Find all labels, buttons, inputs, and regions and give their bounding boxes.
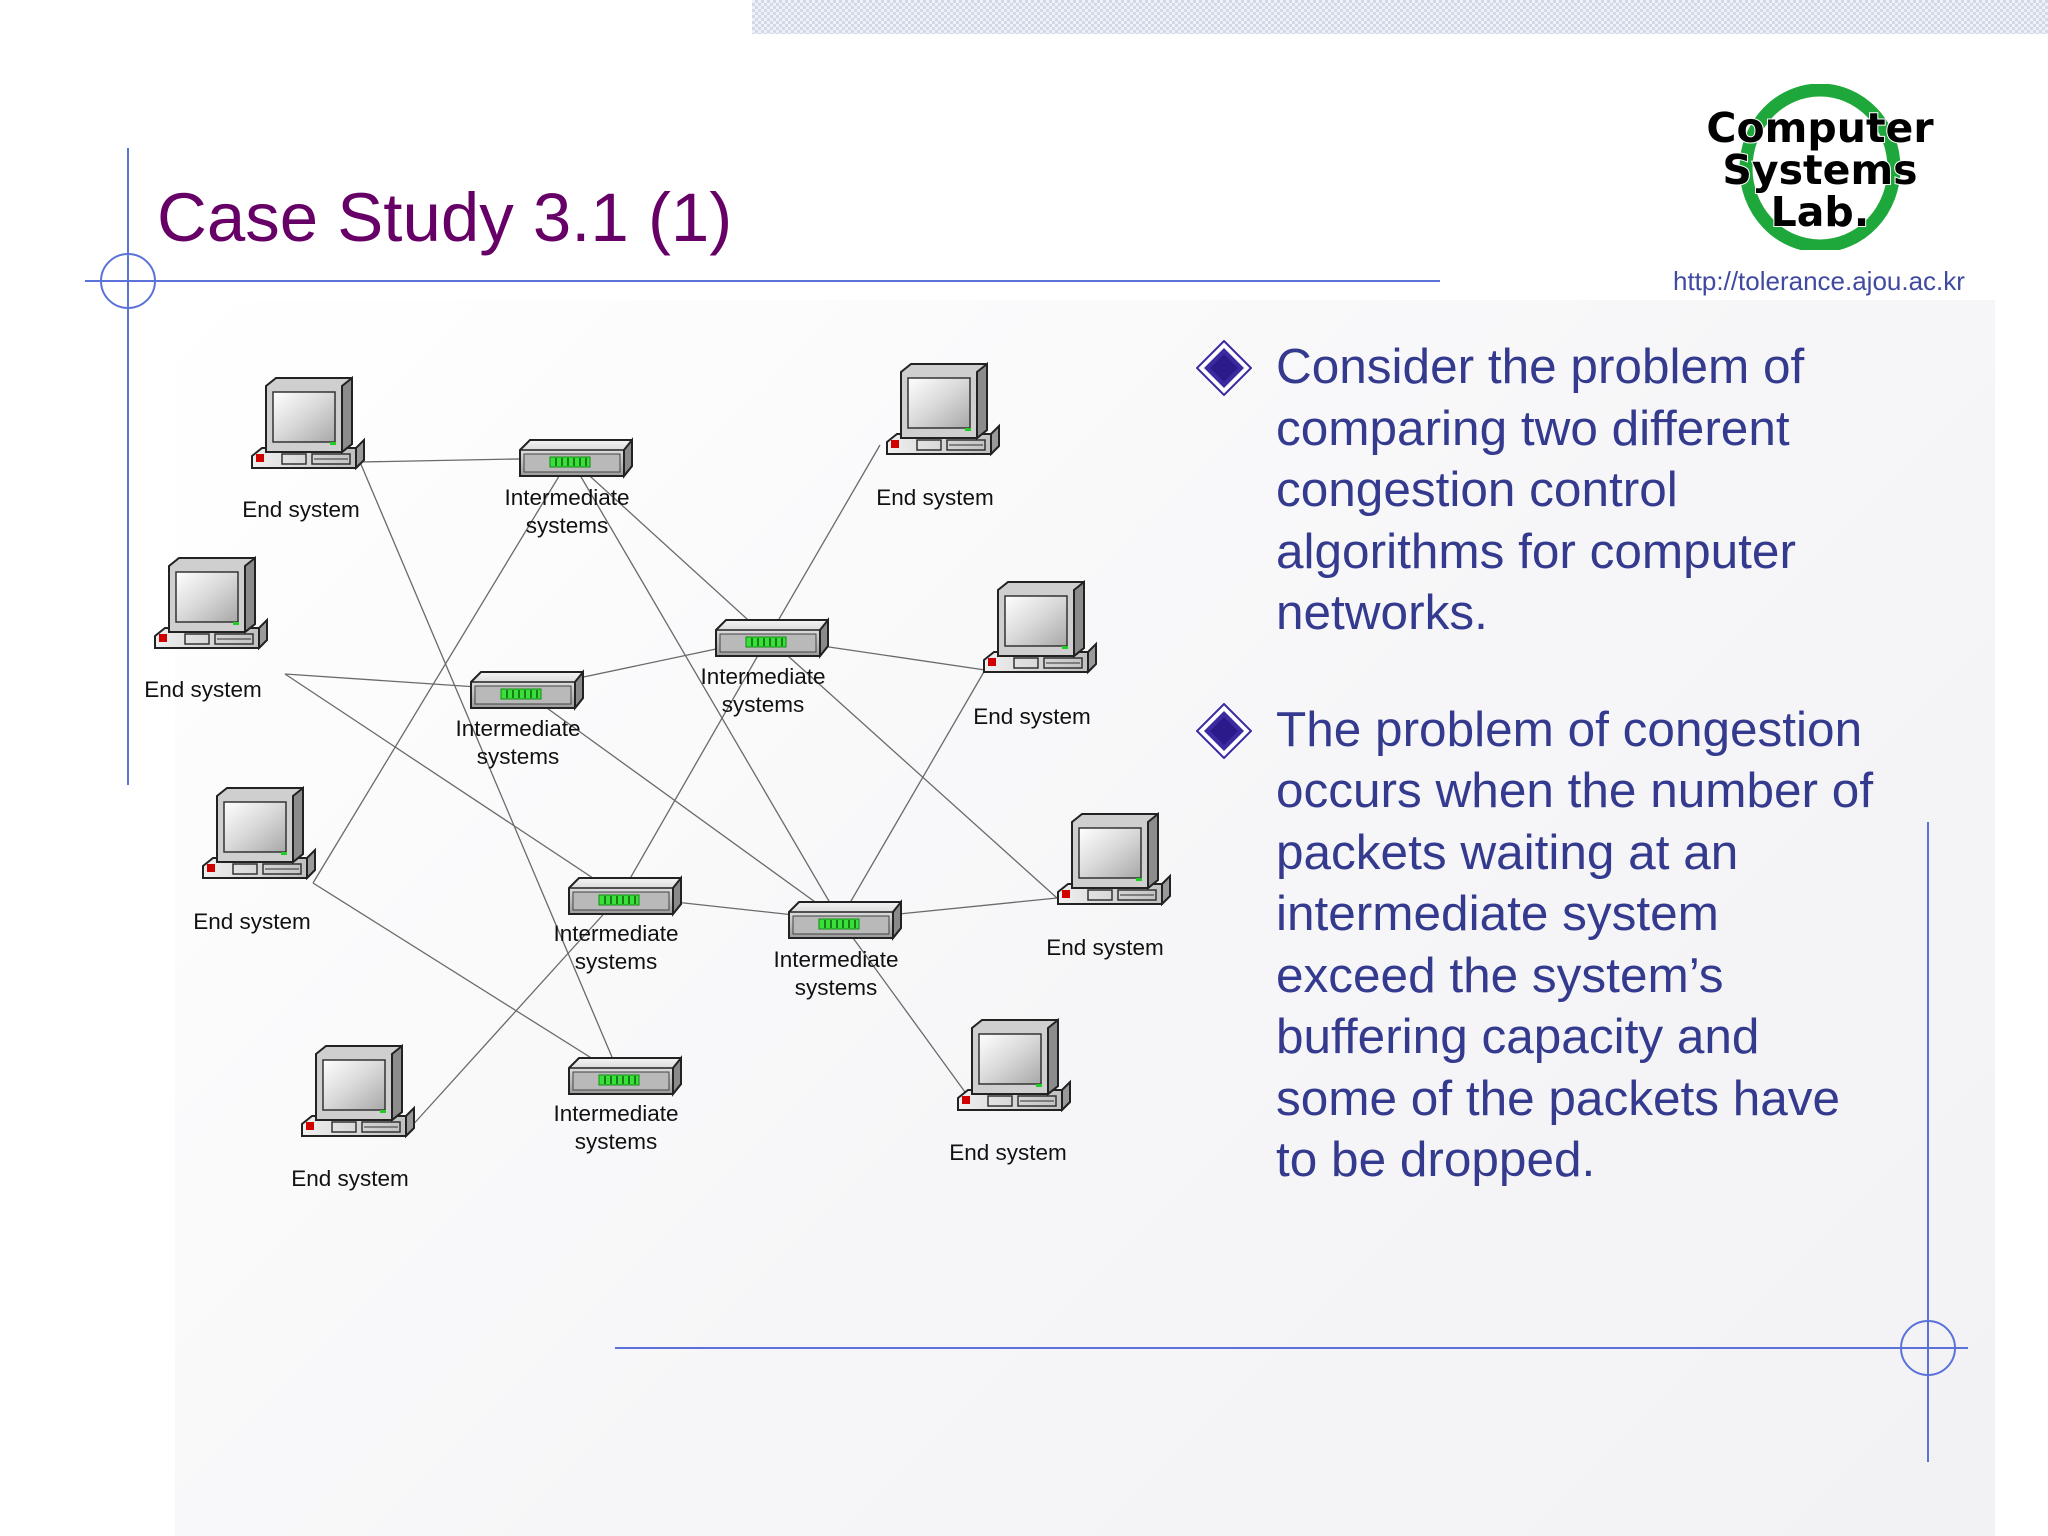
bullet-line: congestion control bbox=[1276, 462, 1678, 517]
node-is6-label: Intermediate systems bbox=[553, 1100, 678, 1156]
lab-url: http://tolerance.ajou.ac.kr bbox=[1673, 266, 1965, 296]
link-is3-es7 bbox=[767, 637, 1058, 899]
label-line: systems bbox=[794, 975, 878, 1000]
bullet-line: comparing two different bbox=[1276, 400, 1790, 456]
logo-line-2: Systems bbox=[1722, 146, 1917, 194]
link-es3-is1 bbox=[312, 457, 571, 884]
link-es3-is6 bbox=[312, 882, 621, 1077]
computer-icon bbox=[154, 557, 268, 649]
node-es5-label: End system bbox=[876, 484, 994, 512]
link-es2-is4 bbox=[284, 673, 621, 897]
bullet-line: networks. bbox=[1276, 585, 1488, 640]
node-es4-label: End system bbox=[291, 1165, 409, 1193]
node-is1-label: Intermediate systems bbox=[504, 484, 629, 540]
router-icon bbox=[568, 1057, 682, 1095]
bullet-line: Consider the problem of bbox=[1276, 339, 1805, 394]
bullet-item-2: The problem of congestion occurs when th… bbox=[1196, 699, 1916, 1191]
label-line: Intermediate bbox=[700, 664, 826, 689]
router-icon bbox=[788, 901, 902, 939]
bullet-line: intermediate system bbox=[1276, 886, 1719, 941]
computer-icon bbox=[886, 363, 1000, 455]
bullet-list: Consider the problem of comparing two di… bbox=[1196, 336, 1916, 1191]
bullet-item-1: Consider the problem of comparing two di… bbox=[1196, 336, 1916, 644]
label-line: systems bbox=[525, 513, 609, 538]
bullet-line: exceed the system’s bbox=[1276, 947, 1724, 1003]
diamond-bullet-icon bbox=[1196, 702, 1252, 759]
label-line: End system bbox=[242, 497, 360, 522]
top-pattern-strip bbox=[752, 0, 2048, 34]
computer-icon bbox=[301, 1045, 415, 1137]
node-es2-label: End system bbox=[144, 676, 262, 704]
link-is2-is5 bbox=[521, 689, 841, 921]
node-es8-label: End system bbox=[949, 1139, 1067, 1167]
computer-icon bbox=[983, 581, 1097, 673]
bullet-line: algorithms for computer bbox=[1276, 523, 1796, 579]
label-line: systems bbox=[574, 1129, 658, 1154]
router-icon bbox=[519, 439, 633, 477]
computer-icon bbox=[251, 377, 365, 469]
diagram-links bbox=[284, 444, 1058, 1129]
node-es1-label: End system bbox=[242, 496, 360, 524]
computer-systems-lab-logo: Computer Systems Lab. bbox=[1698, 83, 1948, 253]
link-es1-is6 bbox=[359, 461, 621, 1077]
label-line: systems bbox=[574, 949, 658, 974]
router-icon bbox=[568, 877, 682, 915]
slide-background bbox=[175, 300, 1995, 1536]
link-es4-is4 bbox=[409, 895, 621, 1129]
label-line: Intermediate bbox=[553, 921, 679, 946]
node-is2-label: Intermediate systems bbox=[455, 715, 580, 771]
label-line: Intermediate bbox=[455, 716, 581, 741]
left-crosshair-circle bbox=[100, 253, 156, 309]
label-line: End system bbox=[193, 909, 311, 934]
label-line: End system bbox=[949, 1140, 1067, 1165]
node-es3-label: End system bbox=[193, 908, 311, 936]
label-line: systems bbox=[721, 692, 805, 717]
right-crosshair-circle bbox=[1900, 1320, 1956, 1376]
diamond-bullet-icon bbox=[1196, 340, 1252, 396]
bullet-line: packets waiting at an bbox=[1276, 824, 1739, 880]
bullet-line: some of the packets have bbox=[1276, 1070, 1841, 1126]
router-icon bbox=[470, 671, 584, 709]
link-is5-es6 bbox=[839, 669, 986, 921]
node-es7-label: End system bbox=[1046, 934, 1164, 962]
link-is1-is3 bbox=[569, 457, 769, 639]
label-line: End system bbox=[291, 1166, 409, 1191]
slide-title: Case Study 3.1 (1) bbox=[157, 179, 733, 256]
node-is4-label: Intermediate systems bbox=[553, 920, 678, 976]
logo-line-1: Computer bbox=[1706, 104, 1934, 152]
label-line: End system bbox=[1046, 935, 1164, 960]
label-line: Intermediate bbox=[504, 485, 630, 510]
router-icon bbox=[715, 619, 829, 657]
computer-icon bbox=[957, 1019, 1071, 1111]
node-es6-label: End system bbox=[973, 703, 1091, 731]
bullet-line: buffering capacity and bbox=[1276, 1009, 1760, 1064]
label-line: End system bbox=[973, 704, 1091, 729]
link-is1-is5 bbox=[569, 457, 841, 921]
link-is3-is4 bbox=[619, 637, 769, 897]
bullet-line: The problem of congestion bbox=[1276, 701, 1863, 757]
bullet-line: to be dropped. bbox=[1276, 1132, 1596, 1187]
bullet-line: occurs when the number of bbox=[1276, 763, 1874, 818]
diagram-nodes bbox=[154, 363, 1171, 1137]
logo-ring bbox=[1739, 83, 1901, 253]
logo-line-3: Lab. bbox=[1771, 188, 1870, 236]
node-is5-label: Intermediate systems bbox=[773, 946, 898, 1002]
node-is3-label: Intermediate systems bbox=[700, 663, 825, 719]
label-line: End system bbox=[144, 677, 262, 702]
label-line: Intermediate bbox=[773, 947, 899, 972]
computer-icon bbox=[1057, 813, 1171, 905]
link-is3-es5 bbox=[767, 444, 881, 639]
label-line: systems bbox=[476, 744, 560, 769]
computer-icon bbox=[202, 787, 316, 879]
link-is5-es8 bbox=[839, 919, 966, 1093]
label-line: Intermediate bbox=[553, 1101, 679, 1126]
label-line: End system bbox=[876, 485, 994, 510]
